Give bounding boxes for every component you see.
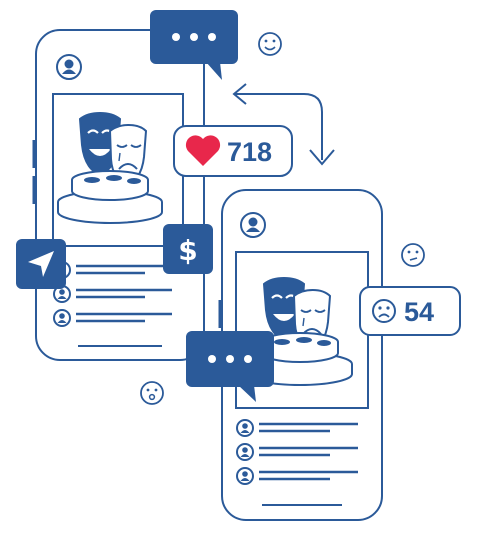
list-item (236, 467, 358, 485)
comment-list (236, 419, 358, 485)
user-avatar-icon (240, 212, 266, 238)
send-arrow-icon (28, 251, 54, 277)
likes-count: 718 (227, 137, 272, 167)
list-item (236, 419, 358, 437)
list-item (53, 309, 172, 327)
phone-left (32, 29, 205, 361)
likes-badge: 718 (173, 125, 293, 177)
reactions-badge: 54 (359, 286, 461, 336)
chat-bubble-bottom (186, 331, 274, 402)
comment-list (53, 261, 172, 327)
dollar-badge: $ (163, 224, 213, 274)
reactions-count: 54 (404, 297, 434, 327)
chat-bubble-top (150, 10, 238, 80)
swap-arrows-icon (232, 83, 335, 166)
send-badge (16, 239, 66, 289)
dollar-icon: $ (178, 234, 197, 267)
surprised-face-icon (140, 381, 164, 405)
phone-right (218, 189, 383, 521)
ellipsis-icon (208, 355, 252, 363)
sad-face-icon (372, 299, 396, 323)
smile-icon (258, 32, 282, 56)
list-item (53, 285, 172, 303)
list-item (53, 261, 172, 279)
sad-face-icon (401, 243, 425, 267)
heart-icon (185, 135, 221, 166)
post-image (52, 93, 184, 247)
user-avatar-icon (56, 54, 82, 80)
list-item (236, 443, 358, 461)
ellipsis-icon (172, 33, 216, 41)
